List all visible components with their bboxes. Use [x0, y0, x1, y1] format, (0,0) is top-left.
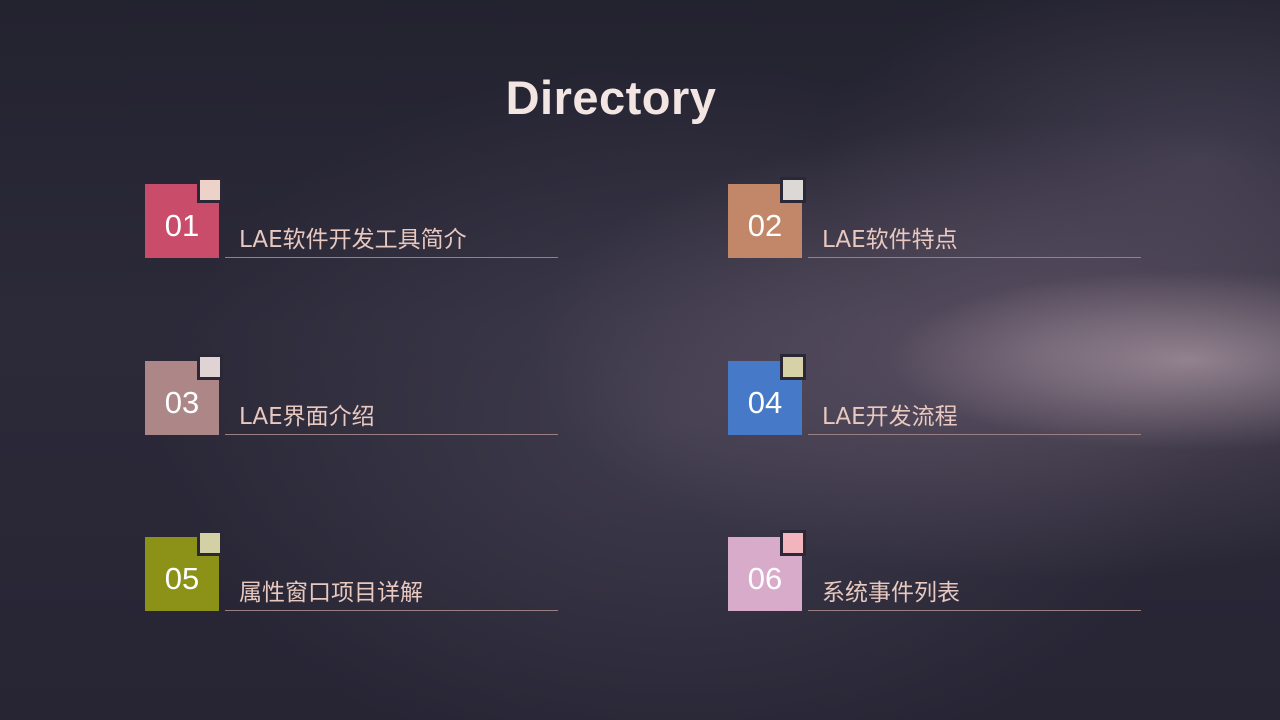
- item-number: 06: [747, 561, 783, 596]
- directory-item-06: 06 系统事件列表: [728, 530, 1148, 613]
- item-underline: [808, 257, 1141, 258]
- item-underline: [808, 610, 1141, 611]
- decorative-square: [780, 354, 806, 380]
- number-box: 02: [728, 184, 802, 258]
- decorative-square: [197, 354, 223, 380]
- directory-item-04: 04 LAE开发流程: [728, 354, 1148, 437]
- item-underline: [808, 434, 1141, 435]
- item-label: LAE开发流程: [822, 404, 958, 430]
- item-number: 01: [164, 208, 200, 243]
- item-underline: [225, 434, 558, 435]
- item-number: 02: [747, 208, 783, 243]
- directory-item-05: 05 属性窗口项目详解: [145, 530, 565, 613]
- item-number: 05: [164, 561, 200, 596]
- item-underline: [225, 257, 558, 258]
- slide-title: Directory: [505, 71, 717, 124]
- decorative-square: [780, 177, 806, 203]
- item-label: 属性窗口项目详解: [239, 580, 423, 606]
- item-label: LAE软件开发工具简介: [239, 227, 467, 253]
- item-label: LAE界面介绍: [239, 404, 375, 430]
- decorative-square: [197, 530, 223, 556]
- directory-item-01: 01 LAE软件开发工具简介: [145, 177, 565, 260]
- decorative-square: [780, 530, 806, 556]
- decorative-square: [197, 177, 223, 203]
- directory-item-03: 03 LAE界面介绍: [145, 354, 565, 437]
- item-number: 03: [164, 385, 200, 420]
- item-number: 04: [747, 385, 783, 420]
- item-label: LAE软件特点: [822, 227, 958, 253]
- item-underline: [225, 610, 558, 611]
- directory-item-02: 02 LAE软件特点: [728, 177, 1148, 260]
- item-label: 系统事件列表: [822, 580, 960, 606]
- number-box: 03: [145, 361, 219, 435]
